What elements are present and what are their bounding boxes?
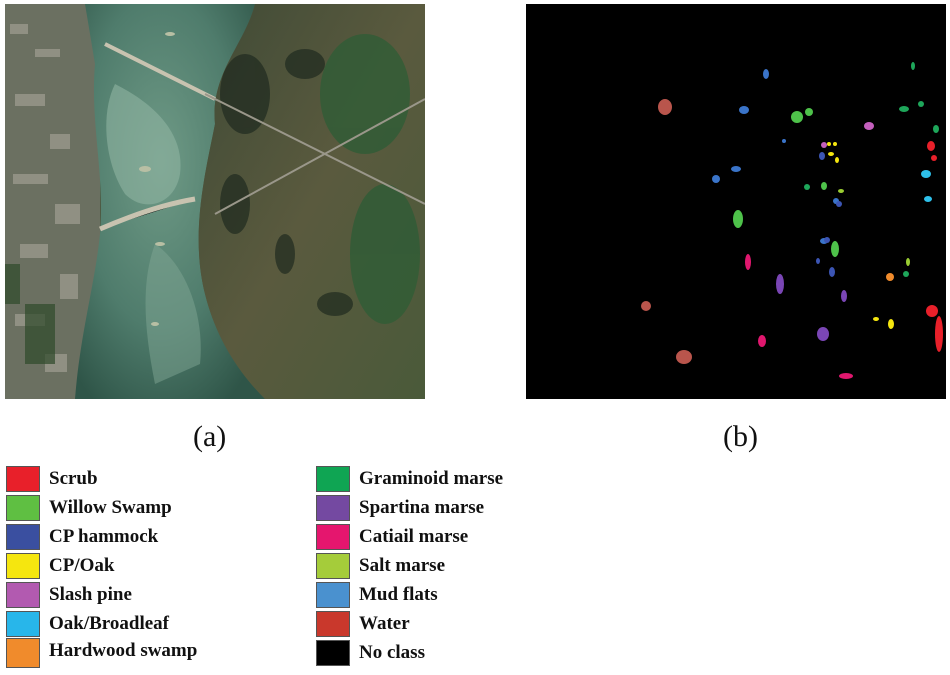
region-salt-marse — [838, 189, 844, 193]
region-water — [676, 350, 692, 364]
region-cp-oak — [873, 317, 879, 321]
region-spartina — [841, 290, 847, 302]
legend-swatch — [316, 582, 350, 608]
region-mud-flats — [763, 69, 769, 79]
legend-swatch — [6, 495, 40, 521]
region-cp-hammock — [816, 258, 820, 264]
region-graminoid — [933, 125, 939, 133]
region-graminoid — [903, 271, 909, 277]
legend-label: Oak/Broadleaf — [49, 613, 169, 634]
region-slash-pine — [821, 142, 827, 148]
legend-label: Scrub — [49, 468, 98, 489]
region-spartina — [776, 274, 784, 294]
legend-label: Graminoid marse — [359, 468, 504, 489]
region-catiail — [745, 254, 751, 270]
legend-swatch — [6, 553, 40, 579]
legend-label: Mud flats — [359, 584, 438, 605]
legend-label: Willow Swamp — [49, 497, 172, 518]
ground-truth-map-panel — [526, 4, 946, 399]
legend-swatch — [6, 582, 40, 608]
legend-swatch — [316, 524, 350, 550]
region-scrub — [931, 155, 937, 161]
legend-label: Salt marse — [359, 555, 446, 576]
region-willow-swamp — [791, 111, 803, 123]
region-cp-oak — [835, 157, 839, 163]
region-cp-hammock — [819, 152, 825, 160]
legend-swatch — [6, 466, 40, 492]
region-cp-hammock — [824, 237, 830, 243]
region-cp-oak — [828, 152, 834, 156]
legend-swatch — [316, 495, 350, 521]
legend-swatch — [316, 640, 350, 666]
legend-swatch — [6, 611, 40, 637]
panel-a-label: (a) — [193, 420, 227, 453]
legend-label: Slash pine — [49, 584, 132, 605]
region-slash-pine — [864, 122, 874, 130]
satellite-image — [5, 4, 425, 399]
region-oak-broadleaf — [924, 196, 932, 202]
legend-swatch — [6, 638, 40, 668]
legend-label: Water — [359, 613, 410, 634]
legend-label: Catiail marse — [359, 526, 469, 547]
region-catiail — [839, 373, 853, 379]
region-scrub — [927, 141, 935, 151]
legend-label: Spartina marse — [359, 497, 485, 518]
region-spartina — [817, 327, 829, 341]
legend-swatch — [316, 553, 350, 579]
region-cp-hammock — [829, 267, 835, 277]
ground-truth-map — [641, 62, 943, 379]
region-mud-flats — [782, 139, 786, 143]
legend-swatch — [316, 611, 350, 637]
region-salt-marse — [906, 258, 910, 266]
region-mud-flats — [731, 166, 741, 172]
legend-label: CP hammock — [49, 526, 159, 547]
legend-label: No class — [359, 642, 425, 663]
legend-swatch — [6, 524, 40, 550]
region-graminoid — [918, 101, 924, 107]
region-graminoid — [804, 184, 810, 190]
satellite-image-panel — [5, 4, 425, 399]
region-cp-oak — [827, 142, 831, 146]
region-catiail — [758, 335, 766, 347]
region-cp-oak — [888, 319, 894, 329]
region-mud-flats — [739, 106, 749, 114]
region-graminoid — [911, 62, 915, 70]
region-cp-oak — [833, 142, 837, 146]
legend-label: Hardwood swamp — [49, 640, 198, 661]
region-hardwood-swamp — [886, 273, 894, 281]
region-mud-flats — [712, 175, 720, 183]
panel-b-label: (b) — [723, 420, 758, 453]
region-oak-broadleaf — [921, 170, 931, 178]
region-scrub — [935, 316, 943, 352]
region-cp-hammock — [836, 201, 842, 207]
legend-label: CP/Oak — [49, 555, 115, 576]
region-scrub — [926, 305, 938, 317]
region-water — [658, 99, 672, 115]
legend-swatch — [316, 466, 350, 492]
region-graminoid — [899, 106, 909, 112]
region-willow-swamp — [733, 210, 743, 228]
region-willow-swamp — [805, 108, 813, 116]
region-willow-swamp — [831, 241, 839, 257]
region-water — [641, 301, 651, 311]
region-willow-swamp — [821, 182, 827, 190]
